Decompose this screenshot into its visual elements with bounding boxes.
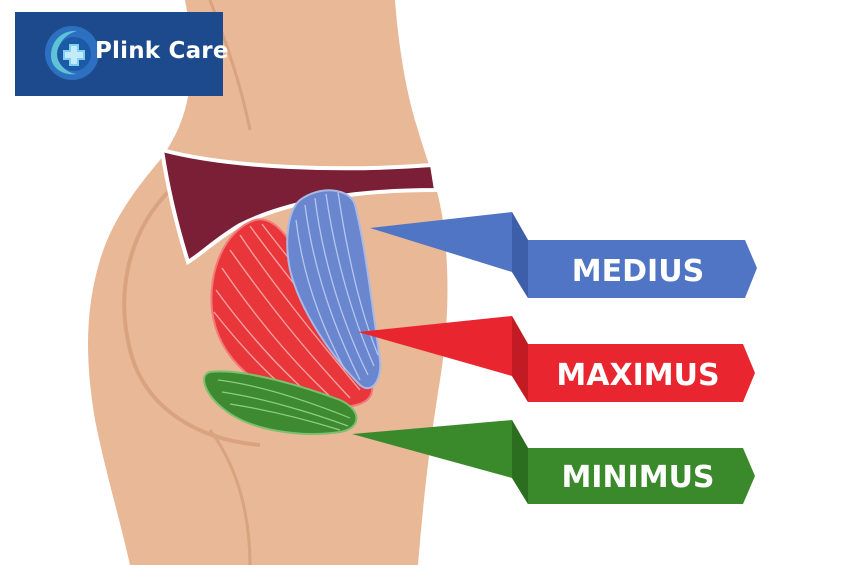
gluteus-medius-muscle [286,189,382,390]
minimus-striations [217,379,351,431]
minimus-arrow-fold [512,420,528,504]
maximus-label: MAXIMUS [556,358,719,393]
maximus-label-banner [528,344,755,402]
medius-label-banner [528,240,757,298]
maximus-arrow-fold [512,316,528,402]
brand-logo: Plink Care [15,12,228,96]
medius-arrow [370,212,528,298]
maximus-arrow [358,316,528,402]
minimus-arrow [352,420,528,504]
brand-name: Plink Care [95,38,229,64]
minimus-label-banner [528,448,755,504]
medical-cross-icon [45,26,99,80]
medius-arrow-fold [512,212,528,298]
medius-pointer: MEDIUS [370,212,757,298]
medius-label: MEDIUS [572,254,704,289]
thigh-crease [208,429,252,565]
medius-striations [295,191,379,381]
minimus-pointer: MINIMUS [352,420,755,504]
buttock-cleft [122,188,261,447]
minimus-label: MINIMUS [561,460,714,495]
minimus-shape [203,370,358,435]
maximus-pointer: MAXIMUS [358,316,755,402]
gluteus-minimus-muscle [203,370,358,435]
